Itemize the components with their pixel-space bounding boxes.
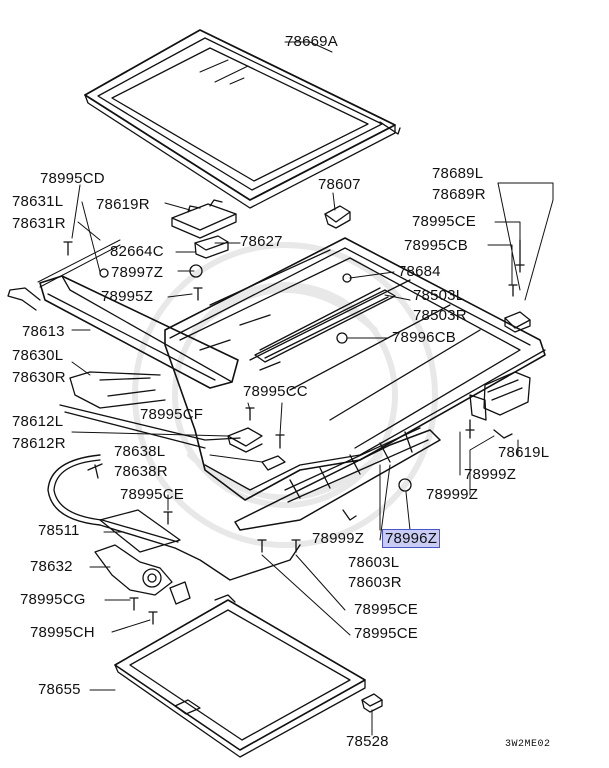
diagram-code: 3W2ME02 <box>505 739 551 750</box>
callout-82664C[interactable]: 82664C <box>110 243 164 260</box>
hose-78630 <box>69 371 166 409</box>
drive-cable-78511 <box>47 454 301 581</box>
callout-78630R[interactable]: 78630R <box>12 369 66 386</box>
callout-78996CB[interactable]: 78996CB <box>392 329 456 346</box>
callout-78995CE[interactable]: 78995CE <box>354 601 418 618</box>
part-78607 <box>324 205 351 229</box>
callout-78997Z[interactable]: 78997Z <box>111 264 164 281</box>
callout-78995CG[interactable]: 78995CG <box>20 591 86 608</box>
callout-78999Z-right[interactable]: 78999Z <box>426 486 479 503</box>
callout-78612L[interactable]: 78612L <box>12 413 64 430</box>
callout-78995CF[interactable]: 78995CF <box>140 406 204 423</box>
callout-78631L[interactable]: 78631L <box>12 193 64 210</box>
callout-78503R[interactable]: 78503R <box>413 307 467 324</box>
guide-rail-78503 <box>254 287 396 363</box>
callout-78655[interactable]: 78655 <box>38 681 81 698</box>
callout-78995CB[interactable]: 78995CB <box>404 237 468 254</box>
leader-lines <box>71 41 554 736</box>
callout-78999Z-upper[interactable]: 78999Z <box>464 466 517 483</box>
callout-78528[interactable]: 78528 <box>346 733 389 750</box>
bracket-78689 <box>504 311 531 333</box>
callout-78999Z-lower[interactable]: 78999Z <box>312 530 365 547</box>
callout-78607[interactable]: 78607 <box>318 176 361 193</box>
callout-78603R[interactable]: 78603R <box>348 574 402 591</box>
callout-78630L[interactable]: 78630L <box>12 347 64 364</box>
callout-78632[interactable]: 78632 <box>30 558 73 575</box>
sunroof-glass <box>84 29 401 209</box>
clip-78638 <box>227 427 286 471</box>
callout-78503L[interactable]: 78503L <box>413 287 465 304</box>
callout-78996Z-highlighted[interactable]: 78996Z <box>382 529 441 548</box>
callout-78613[interactable]: 78613 <box>22 323 65 340</box>
callout-78627[interactable]: 78627 <box>240 233 283 250</box>
callout-78995CE[interactable]: 78995CE <box>412 213 476 230</box>
callout-78684[interactable]: 78684 <box>398 263 441 280</box>
callout-78995CH[interactable]: 78995CH <box>30 624 95 641</box>
callout-78619R[interactable]: 78619R <box>96 196 150 213</box>
clip-82664C <box>194 235 229 259</box>
callout-78669A[interactable]: 78669A <box>285 33 338 50</box>
callout-78631R[interactable]: 78631R <box>12 215 66 232</box>
roof-frame-78627 <box>164 237 546 501</box>
bracket-78619R <box>171 199 237 239</box>
drain-hose-78631 <box>37 239 121 288</box>
callout-78511[interactable]: 78511 <box>38 522 80 539</box>
motor-78632 <box>94 544 191 605</box>
callout-78995Z[interactable]: 78995Z <box>101 288 154 305</box>
clip-78528 <box>361 693 383 713</box>
callout-78619L[interactable]: 78619L <box>498 444 550 461</box>
callout-78638R[interactable]: 78638R <box>114 463 168 480</box>
callout-78612R[interactable]: 78612R <box>12 435 66 452</box>
callout-78995CD[interactable]: 78995CD <box>40 170 105 187</box>
callout-78638L[interactable]: 78638L <box>114 443 166 460</box>
callout-78995CE[interactable]: 78995CE <box>120 486 184 503</box>
callout-78603L[interactable]: 78603L <box>348 554 400 571</box>
callout-78995CE[interactable]: 78995CE <box>354 625 418 642</box>
side-rail-78603 <box>234 427 441 531</box>
callout-78689L[interactable]: 78689L <box>432 165 484 182</box>
sunshade-panel-78655 <box>114 594 366 758</box>
bracket-78619L <box>469 371 531 421</box>
callout-78689R[interactable]: 78689R <box>432 186 486 203</box>
callout-78995CC[interactable]: 78995CC <box>243 383 308 400</box>
